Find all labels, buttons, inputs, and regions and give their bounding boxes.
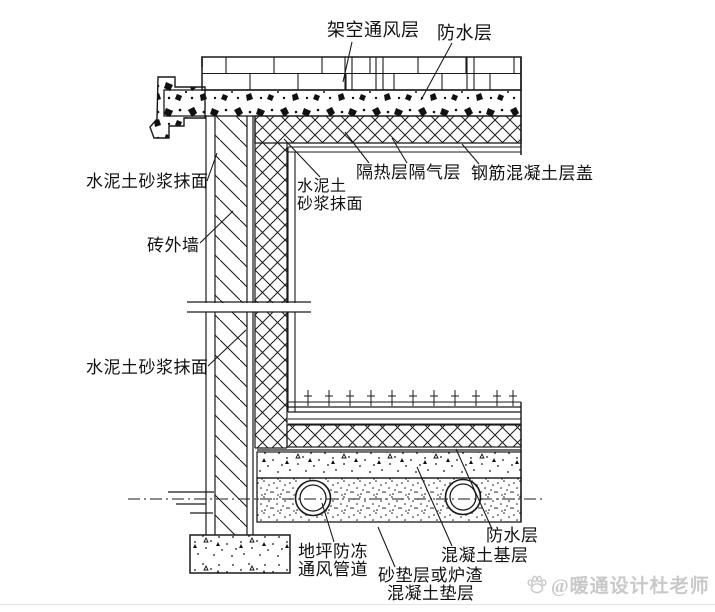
wall-plaster-lines: [205, 116, 254, 535]
bottom-divider: [0, 604, 715, 605]
floor-insulation-layer: [286, 424, 522, 448]
label-sand-cushion: 砂垫层或炉渣 混凝土垫层: [378, 567, 483, 603]
brick-wall-hatch: [215, 116, 247, 535]
label-frost-vent-pipe-line2: 通风管道: [298, 560, 368, 579]
label-sand-cushion-line1: 砂垫层或炉渣: [378, 566, 483, 585]
watermark-text: @暖通设计杜老师: [551, 576, 710, 597]
label-sand-cushion-line2: 混凝土垫层: [387, 584, 475, 603]
label-cement-mortar-left-lower: 水泥土砂浆抹面: [86, 358, 209, 377]
wall-insulation-strip: [255, 143, 287, 448]
label-concrete-base: 混凝土基层: [441, 546, 529, 565]
interior-plaster-lining: [287, 147, 296, 412]
watermark: @暖通设计杜老师: [526, 571, 710, 598]
label-elevated-vent-layer: 架空通风层: [327, 20, 420, 40]
grade-level-mark: [168, 491, 214, 514]
roof-assembly: [149, 56, 522, 155]
baidu-paw-icon: [527, 575, 547, 593]
label-cement-mortar-inner: 水泥土 砂浆抹面: [297, 178, 363, 214]
floor-assembly: [128, 390, 546, 523]
label-waterproof-top: 防水层: [437, 23, 493, 43]
vent-brick-layer: [201, 56, 522, 91]
rc-slab-lines: [288, 146, 521, 153]
label-cement-mortar-inner-line2: 砂浆抹面: [297, 196, 364, 213]
label-rc-slab-cover: 钢筋混凝土层盖: [471, 164, 594, 183]
label-waterproof-bottom: 防水层: [486, 526, 539, 545]
leader-lines: [199, 41, 493, 568]
roof-insulation-layer: [254, 115, 522, 144]
label-brick-wall: 砖外墙: [147, 236, 200, 255]
footing: [189, 534, 291, 574]
concrete-base-layer: [256, 451, 522, 479]
floor-surface-lines: [288, 406, 521, 413]
exterior-wall: [187, 116, 311, 535]
label-insulation-vapor-layer: 隔热层隔气层: [356, 163, 461, 182]
label-cement-mortar-left-upper: 水泥土砂浆抹面: [86, 172, 209, 191]
eave-gutter: [149, 76, 206, 139]
floor-rebar-ticks: [304, 390, 517, 406]
label-cement-mortar-inner-line1: 水泥土: [297, 178, 347, 195]
label-frost-vent-pipe-line1: 地坪防冻: [298, 542, 368, 561]
waterproof-screed-layer: [163, 89, 522, 117]
label-frost-vent-pipe: 地坪防冻 通风管道: [298, 543, 368, 579]
wall-footing: [189, 534, 291, 574]
break-lines: [187, 301, 311, 313]
